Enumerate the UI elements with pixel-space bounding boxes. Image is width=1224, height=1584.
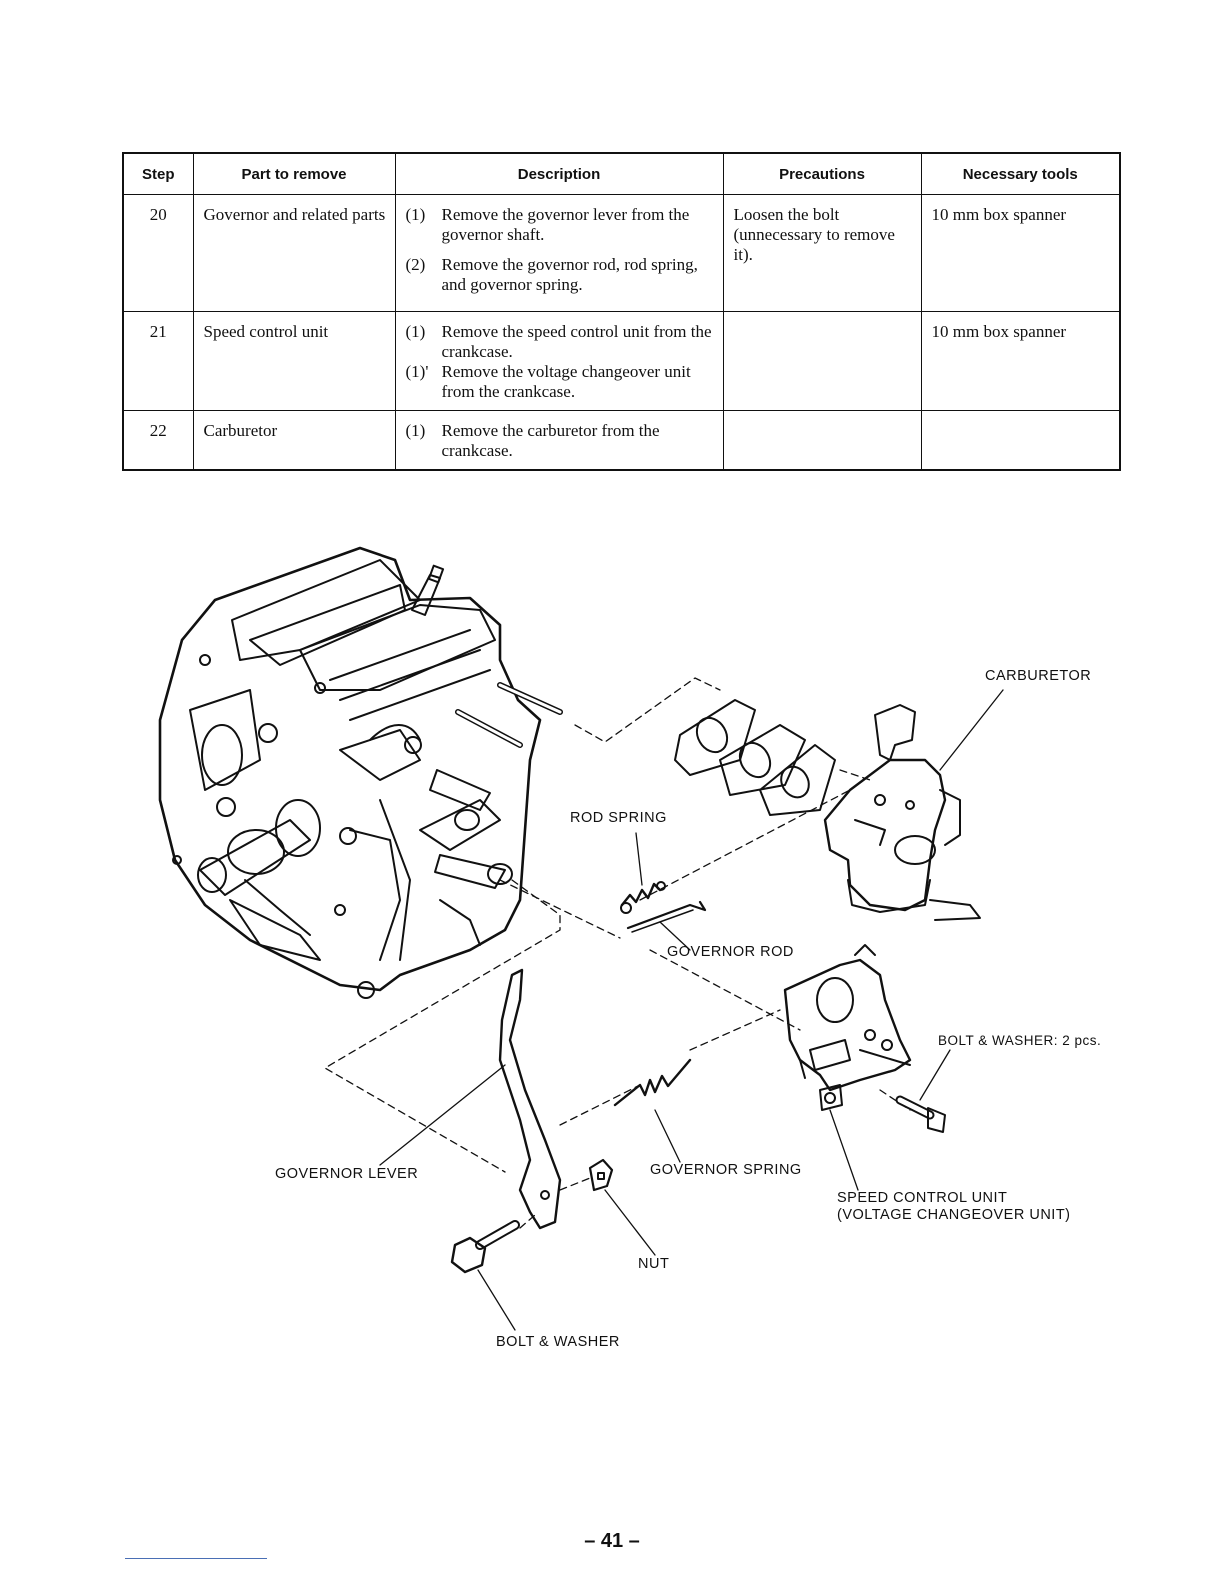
description-text: Remove the voltage changeover unit from … bbox=[441, 362, 691, 401]
label-rod-spring: ROD SPRING bbox=[570, 810, 667, 826]
description-item: (1) Remove the carburetor from the crank… bbox=[406, 421, 715, 461]
label-governor-rod: GOVERNOR ROD bbox=[667, 944, 794, 960]
description-number: (1) bbox=[405, 205, 426, 224]
precautions-cell bbox=[722, 311, 922, 411]
lever-bolt-drawing bbox=[450, 1220, 520, 1274]
description-text: Remove the governor rod, rod spring, and… bbox=[441, 255, 698, 294]
description-item: (1) Remove the speed control unit from t… bbox=[406, 322, 715, 362]
description-number: (1)' bbox=[405, 362, 429, 381]
speed-control-unit-drawing bbox=[783, 944, 912, 1111]
header-part: Part to remove bbox=[192, 152, 396, 195]
disassembly-table-container: Step Part to remove Description Precauti… bbox=[122, 152, 1121, 471]
header-tools: Necessary tools bbox=[920, 152, 1121, 195]
part-cell: Governor and related parts bbox=[192, 194, 396, 312]
header-description: Description bbox=[394, 152, 724, 195]
description-text: Remove the governor lever from the gover… bbox=[441, 205, 690, 244]
table-row: 22 Carburetor (1) Remove the carburetor … bbox=[122, 410, 1121, 471]
description-text: Remove the speed control unit from the c… bbox=[441, 322, 712, 361]
description-item: (1)' Remove the voltage changeover unit … bbox=[406, 362, 715, 402]
table-row: 20 Governor and related parts (1) Remove… bbox=[122, 194, 1121, 312]
tools-cell bbox=[920, 410, 1121, 471]
label-bolt-washer-2pcs: BOLT & WASHER: 2 pcs. bbox=[938, 1033, 1102, 1048]
speed-control-bolt-drawing bbox=[895, 1095, 946, 1133]
engine-block-drawing bbox=[158, 546, 563, 999]
exploded-view-guide-lines bbox=[324, 677, 911, 1229]
description-cell: (1) Remove the speed control unit from t… bbox=[394, 311, 724, 411]
description-item: (1) Remove the governor lever from the g… bbox=[406, 205, 715, 245]
precautions-cell: Loosen the bolt (unnecessary to remove i… bbox=[722, 194, 922, 312]
label-voltage-changeover-unit: (VOLTAGE CHANGEOVER UNIT) bbox=[837, 1207, 1071, 1223]
label-nut: NUT bbox=[638, 1256, 670, 1272]
governor-rod-drawing bbox=[626, 900, 707, 933]
callout-lines bbox=[379, 689, 1004, 1331]
description-item: (2) Remove the governor rod, rod spring,… bbox=[406, 255, 715, 295]
step-cell: 20 bbox=[122, 194, 194, 312]
table-header-row: Step Part to remove Description Precauti… bbox=[122, 152, 1121, 195]
label-speed-control-unit: SPEED CONTROL UNIT bbox=[837, 1190, 1008, 1206]
description-number: (1) bbox=[405, 421, 426, 440]
gasket-drawings bbox=[674, 699, 836, 816]
step-cell: 21 bbox=[122, 311, 194, 411]
governor-lever-drawing bbox=[498, 968, 562, 1230]
header-step: Step bbox=[122, 152, 194, 195]
part-cell: Carburetor bbox=[192, 410, 396, 471]
label-governor-spring: GOVERNOR SPRING bbox=[650, 1162, 802, 1178]
precautions-cell bbox=[722, 410, 922, 471]
label-governor-lever: GOVERNOR LEVER bbox=[275, 1166, 419, 1182]
label-bolt-washer: BOLT & WASHER bbox=[496, 1334, 620, 1350]
footer-rule bbox=[125, 1558, 267, 1559]
description-text: Remove the carburetor from the crankcase… bbox=[441, 421, 660, 460]
part-cell: Speed control unit bbox=[192, 311, 396, 411]
carburetor-drawing bbox=[823, 704, 981, 921]
tools-cell: 10 mm box spanner bbox=[920, 194, 1121, 312]
rod-spring-drawing bbox=[620, 881, 666, 914]
header-precautions: Precautions bbox=[722, 152, 922, 195]
description-number: (1) bbox=[405, 322, 426, 341]
tools-cell: 10 mm box spanner bbox=[920, 311, 1121, 411]
governor-spring-drawing bbox=[613, 1058, 692, 1107]
description-number: (2) bbox=[405, 255, 426, 274]
step-cell: 22 bbox=[122, 410, 194, 471]
description-cell: (1) Remove the carburetor from the crank… bbox=[394, 410, 724, 471]
disassembly-table: Step Part to remove Description Precauti… bbox=[122, 152, 1121, 471]
table-row: 21 Speed control unit (1) Remove the spe… bbox=[122, 311, 1121, 411]
page-number: – 41 – bbox=[584, 1530, 640, 1552]
description-cell: (1) Remove the governor lever from the g… bbox=[394, 194, 724, 312]
nut-drawing bbox=[588, 1158, 614, 1192]
label-carburetor: CARBURETOR bbox=[985, 668, 1092, 684]
